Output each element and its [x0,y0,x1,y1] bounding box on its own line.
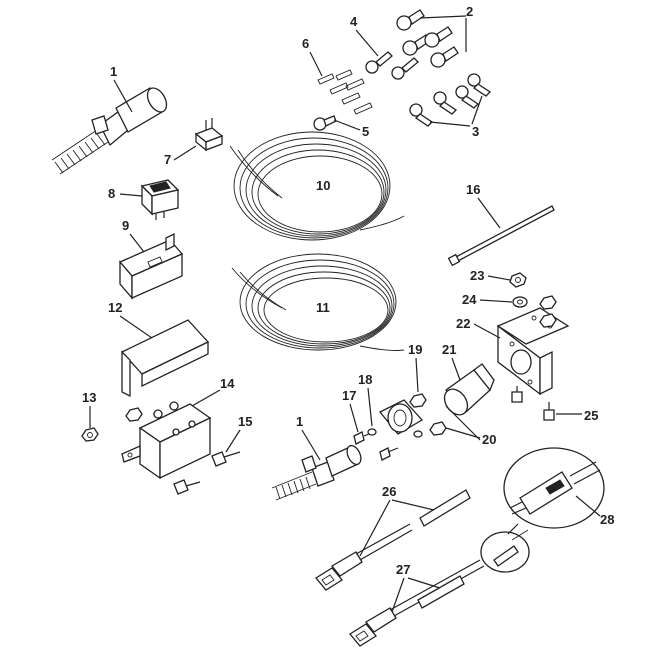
part-5-ring-terminal [313,115,337,131]
label-25: 25 [584,408,598,423]
label-1-bottom: 1 [296,414,303,429]
label-2: 2 [466,4,473,19]
part-21-rubber-boot [443,363,495,416]
part-22-nut [539,295,557,328]
part-15-bolts [173,451,241,495]
part-11-wire-coil [231,253,405,351]
part-22-mounting-bracket [496,307,570,396]
label-16: 16 [466,182,480,197]
part-10-wire-coil [229,131,405,241]
part-9-switch-bracket [118,232,184,300]
label-26: 26 [382,484,396,499]
part-28-detail-callout [503,447,605,535]
label-17: 17 [342,388,356,403]
part-16-cable-tie [447,205,555,267]
label-14: 14 [220,376,235,391]
label-27: 27 [396,562,410,577]
part-23-nut [509,272,527,288]
label-24: 24 [462,292,477,307]
label-5: 5 [362,124,369,139]
part-2-ring-terminals [396,9,459,68]
part-4-ring-terminals [365,51,419,80]
part-24-washer [512,296,528,308]
part-13-nut [81,427,99,442]
part-12-cover-bracket [120,319,210,398]
label-7: 7 [164,152,171,167]
label-15: 15 [238,414,252,429]
label-8: 8 [108,186,115,201]
label-13: 13 [82,390,96,405]
label-21: 21 [442,342,456,357]
part-18-socket-flange [378,399,424,435]
label-22: 22 [456,316,470,331]
label-9: 9 [122,218,129,233]
label-23: 23 [470,268,484,283]
part-7-switch [194,118,224,152]
label-20: 20 [482,432,496,447]
label-10: 10 [316,178,330,193]
label-6: 6 [302,36,309,51]
part-6-spade-terminals [317,69,373,115]
part-25-bolts [511,386,555,421]
part-20-screws [379,421,447,461]
part-14-nut [125,407,143,422]
part-17-screw [353,428,377,445]
label-28: 28 [600,512,614,527]
label-19: 19 [408,342,422,357]
label-1-top: 1 [110,64,117,79]
label-4: 4 [350,14,358,29]
label-18: 18 [358,372,372,387]
part-14-solenoid [121,401,212,480]
part-8-rocker-switch [140,179,180,220]
part-3-ring-terminals [409,73,492,127]
part-1-plug-bottom [271,444,362,501]
part-26-connector [315,489,471,591]
part-27-connector [349,529,530,647]
label-12: 12 [108,300,122,315]
label-11: 11 [316,300,330,315]
part-19-nut [409,393,427,408]
label-3: 3 [472,124,479,139]
part-1-plug-top [51,87,168,175]
